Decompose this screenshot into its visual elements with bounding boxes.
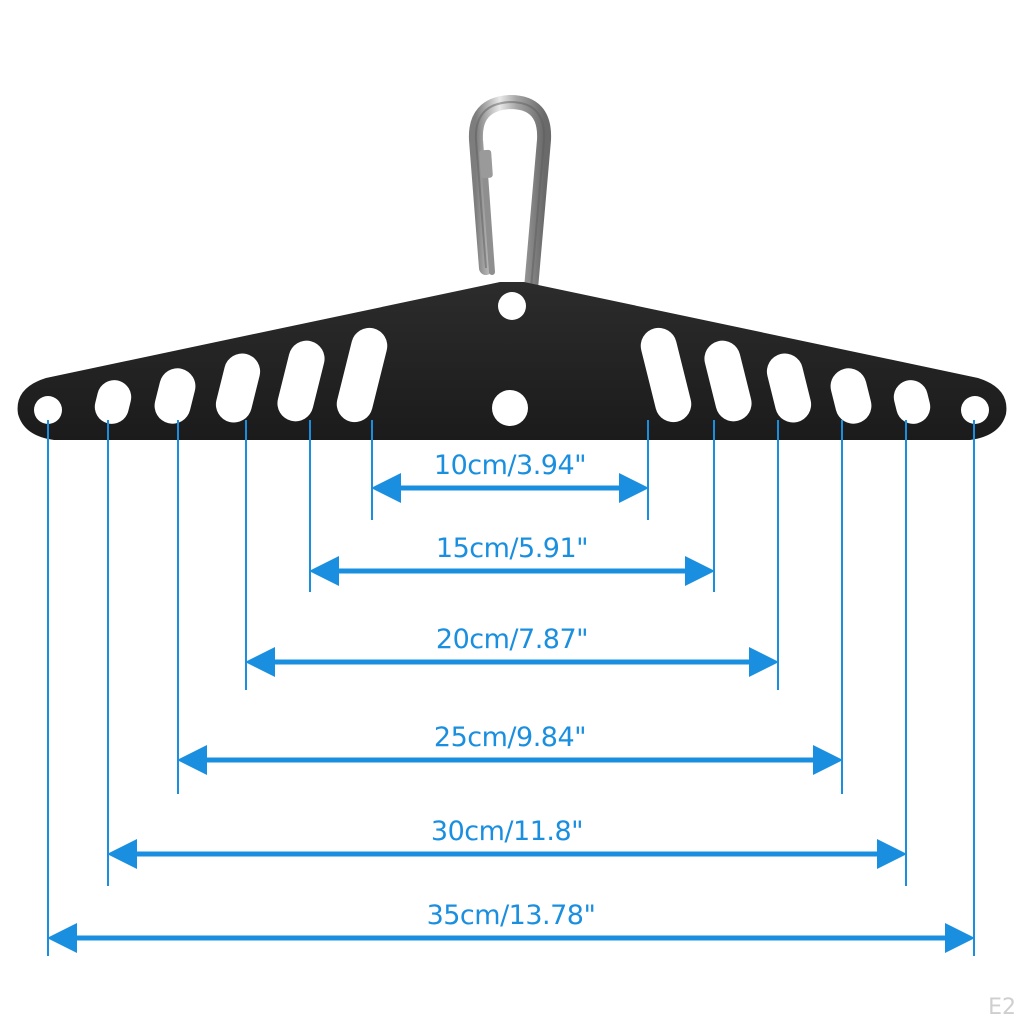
dimension-label-4: 25cm/9.84" bbox=[434, 722, 586, 753]
dimension-label-1: 10cm/3.94" bbox=[434, 450, 586, 481]
corner-mark: E2 bbox=[988, 995, 1016, 1020]
dimension-lines: 10cm/3.94" 15cm/5.91" 20cm/7.87" 25cm/9.84"… bbox=[47, 420, 975, 956]
cable-attachment-bar-icon bbox=[17, 282, 1007, 440]
dimension-label-2: 15cm/5.91" bbox=[436, 533, 588, 564]
dimension-label-5: 30cm/11.8" bbox=[431, 816, 583, 847]
dimension-label-3: 20cm/7.87" bbox=[436, 624, 588, 655]
dimension-label-6: 35cm/13.78" bbox=[427, 900, 596, 931]
